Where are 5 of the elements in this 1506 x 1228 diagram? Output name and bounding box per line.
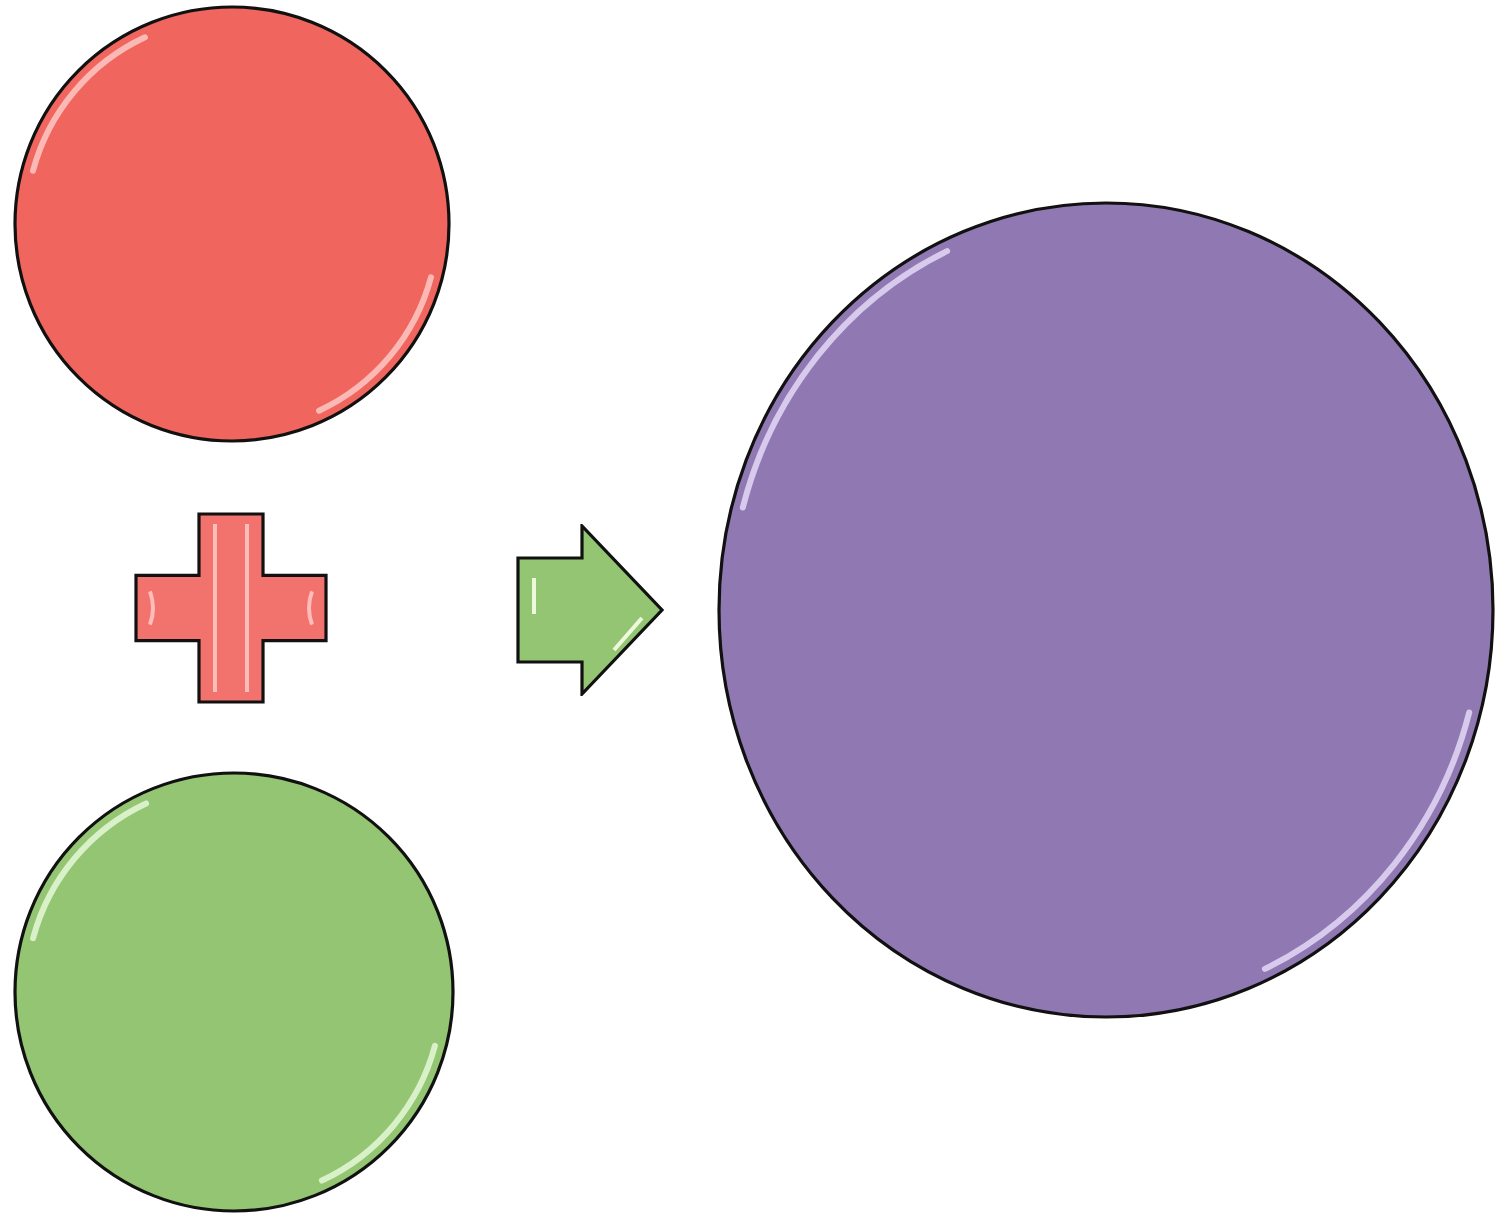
circle-node — [12, 4, 452, 444]
circle-node — [716, 200, 1496, 1020]
block-arrow — [516, 524, 664, 696]
plus-sign — [134, 512, 328, 704]
circle-node — [12, 770, 456, 1214]
